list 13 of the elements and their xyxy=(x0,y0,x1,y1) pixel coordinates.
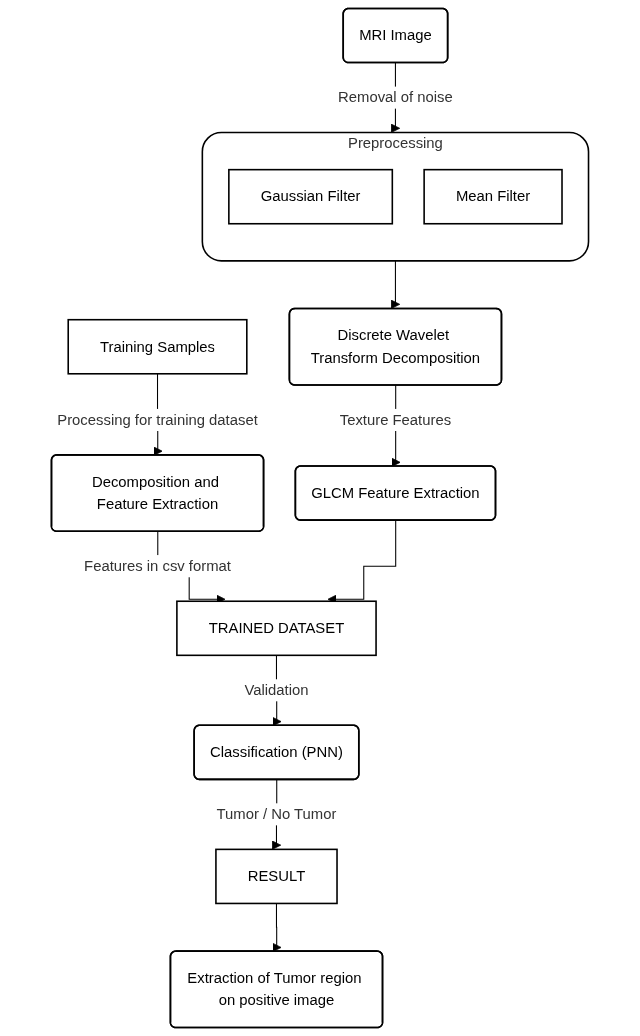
edge-label: Tumor / No Tumor xyxy=(216,805,337,823)
node-box: TRAINED DATASET xyxy=(176,600,377,657)
edge-label: Validation xyxy=(244,681,309,699)
edge-label: Texture Features xyxy=(339,410,452,428)
node-box: Gaussian Filter xyxy=(228,168,394,225)
edge-label: Features in csv format xyxy=(84,557,231,575)
arrow xyxy=(272,902,282,953)
node-box: Mean Filter xyxy=(423,168,563,225)
node-box: RESULT xyxy=(215,848,338,905)
node-box: Training Samples xyxy=(67,318,248,375)
edge-label: Processing for training dataset xyxy=(57,410,258,428)
edge-label: Removal of noise xyxy=(338,88,453,106)
arrow xyxy=(390,260,401,309)
